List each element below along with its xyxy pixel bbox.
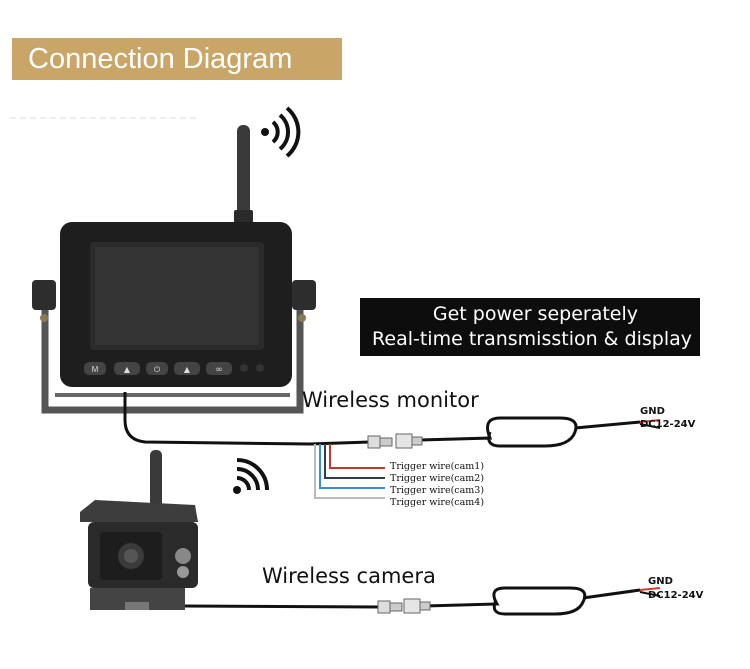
- wireless-camera: [80, 450, 198, 610]
- wireless-monitor: M ▲ ⏻ ▲ ∞: [32, 125, 316, 414]
- bracket-knob-right: [292, 280, 316, 310]
- monitor-button-up: ▲: [124, 365, 131, 374]
- monitor-dc-label: DC12-24V: [640, 419, 696, 430]
- bracket-knob-left: [32, 280, 56, 310]
- monitor-button-m: M: [92, 365, 99, 374]
- monitor-button-mode: ▲: [184, 365, 191, 374]
- camera-cable: [184, 586, 641, 616]
- camera-knob: [175, 548, 191, 564]
- monitor-label: Wireless monitor: [302, 388, 479, 412]
- trigger-wire-label: Trigger wire(cam4): [390, 497, 485, 508]
- diagram-title: Connection Diagram: [28, 43, 293, 75]
- monitor-cable: [123, 392, 641, 448]
- camera-power-red: [639, 587, 661, 591]
- monitor-button-row: [84, 362, 264, 375]
- monitor-button-power: ⏻: [154, 365, 161, 374]
- diagram-title-bar: Connection Diagram: [12, 38, 342, 80]
- monitor-power-black: [639, 423, 661, 429]
- camera-dc-label: DC12-24V: [648, 590, 704, 601]
- info-line-transmission: Real-time transmisstion & display: [372, 328, 692, 350]
- info-box: Get power seperately Real-time transmiss…: [360, 298, 700, 356]
- camera-label: Wireless camera: [262, 564, 436, 588]
- camera-power-black: [639, 591, 661, 597]
- trigger-wire-label: Trigger wire(cam1): [390, 461, 485, 472]
- info-line-power: Get power seperately: [432, 303, 638, 325]
- monitor-connector: [367, 433, 423, 449]
- trigger-wire-label: Trigger wire(cam3): [390, 485, 485, 496]
- camera-gnd-label: GND: [648, 576, 673, 587]
- camera-bracket: [90, 588, 185, 610]
- monitor-bracket: [41, 300, 304, 414]
- wifi-signal-icon: [233, 458, 269, 494]
- monitor-antenna: [237, 125, 250, 223]
- monitor-button-pair: ∞: [215, 365, 223, 375]
- wifi-signal-icon: [261, 106, 301, 158]
- monitor-gnd-label: GND: [640, 406, 665, 417]
- camera-hood: [80, 500, 198, 522]
- camera-connector: [377, 598, 431, 614]
- monitor-power-red: [639, 419, 661, 423]
- trigger-wire-label: Trigger wire(cam2): [390, 473, 485, 484]
- trigger-wire-bundle: [314, 444, 385, 499]
